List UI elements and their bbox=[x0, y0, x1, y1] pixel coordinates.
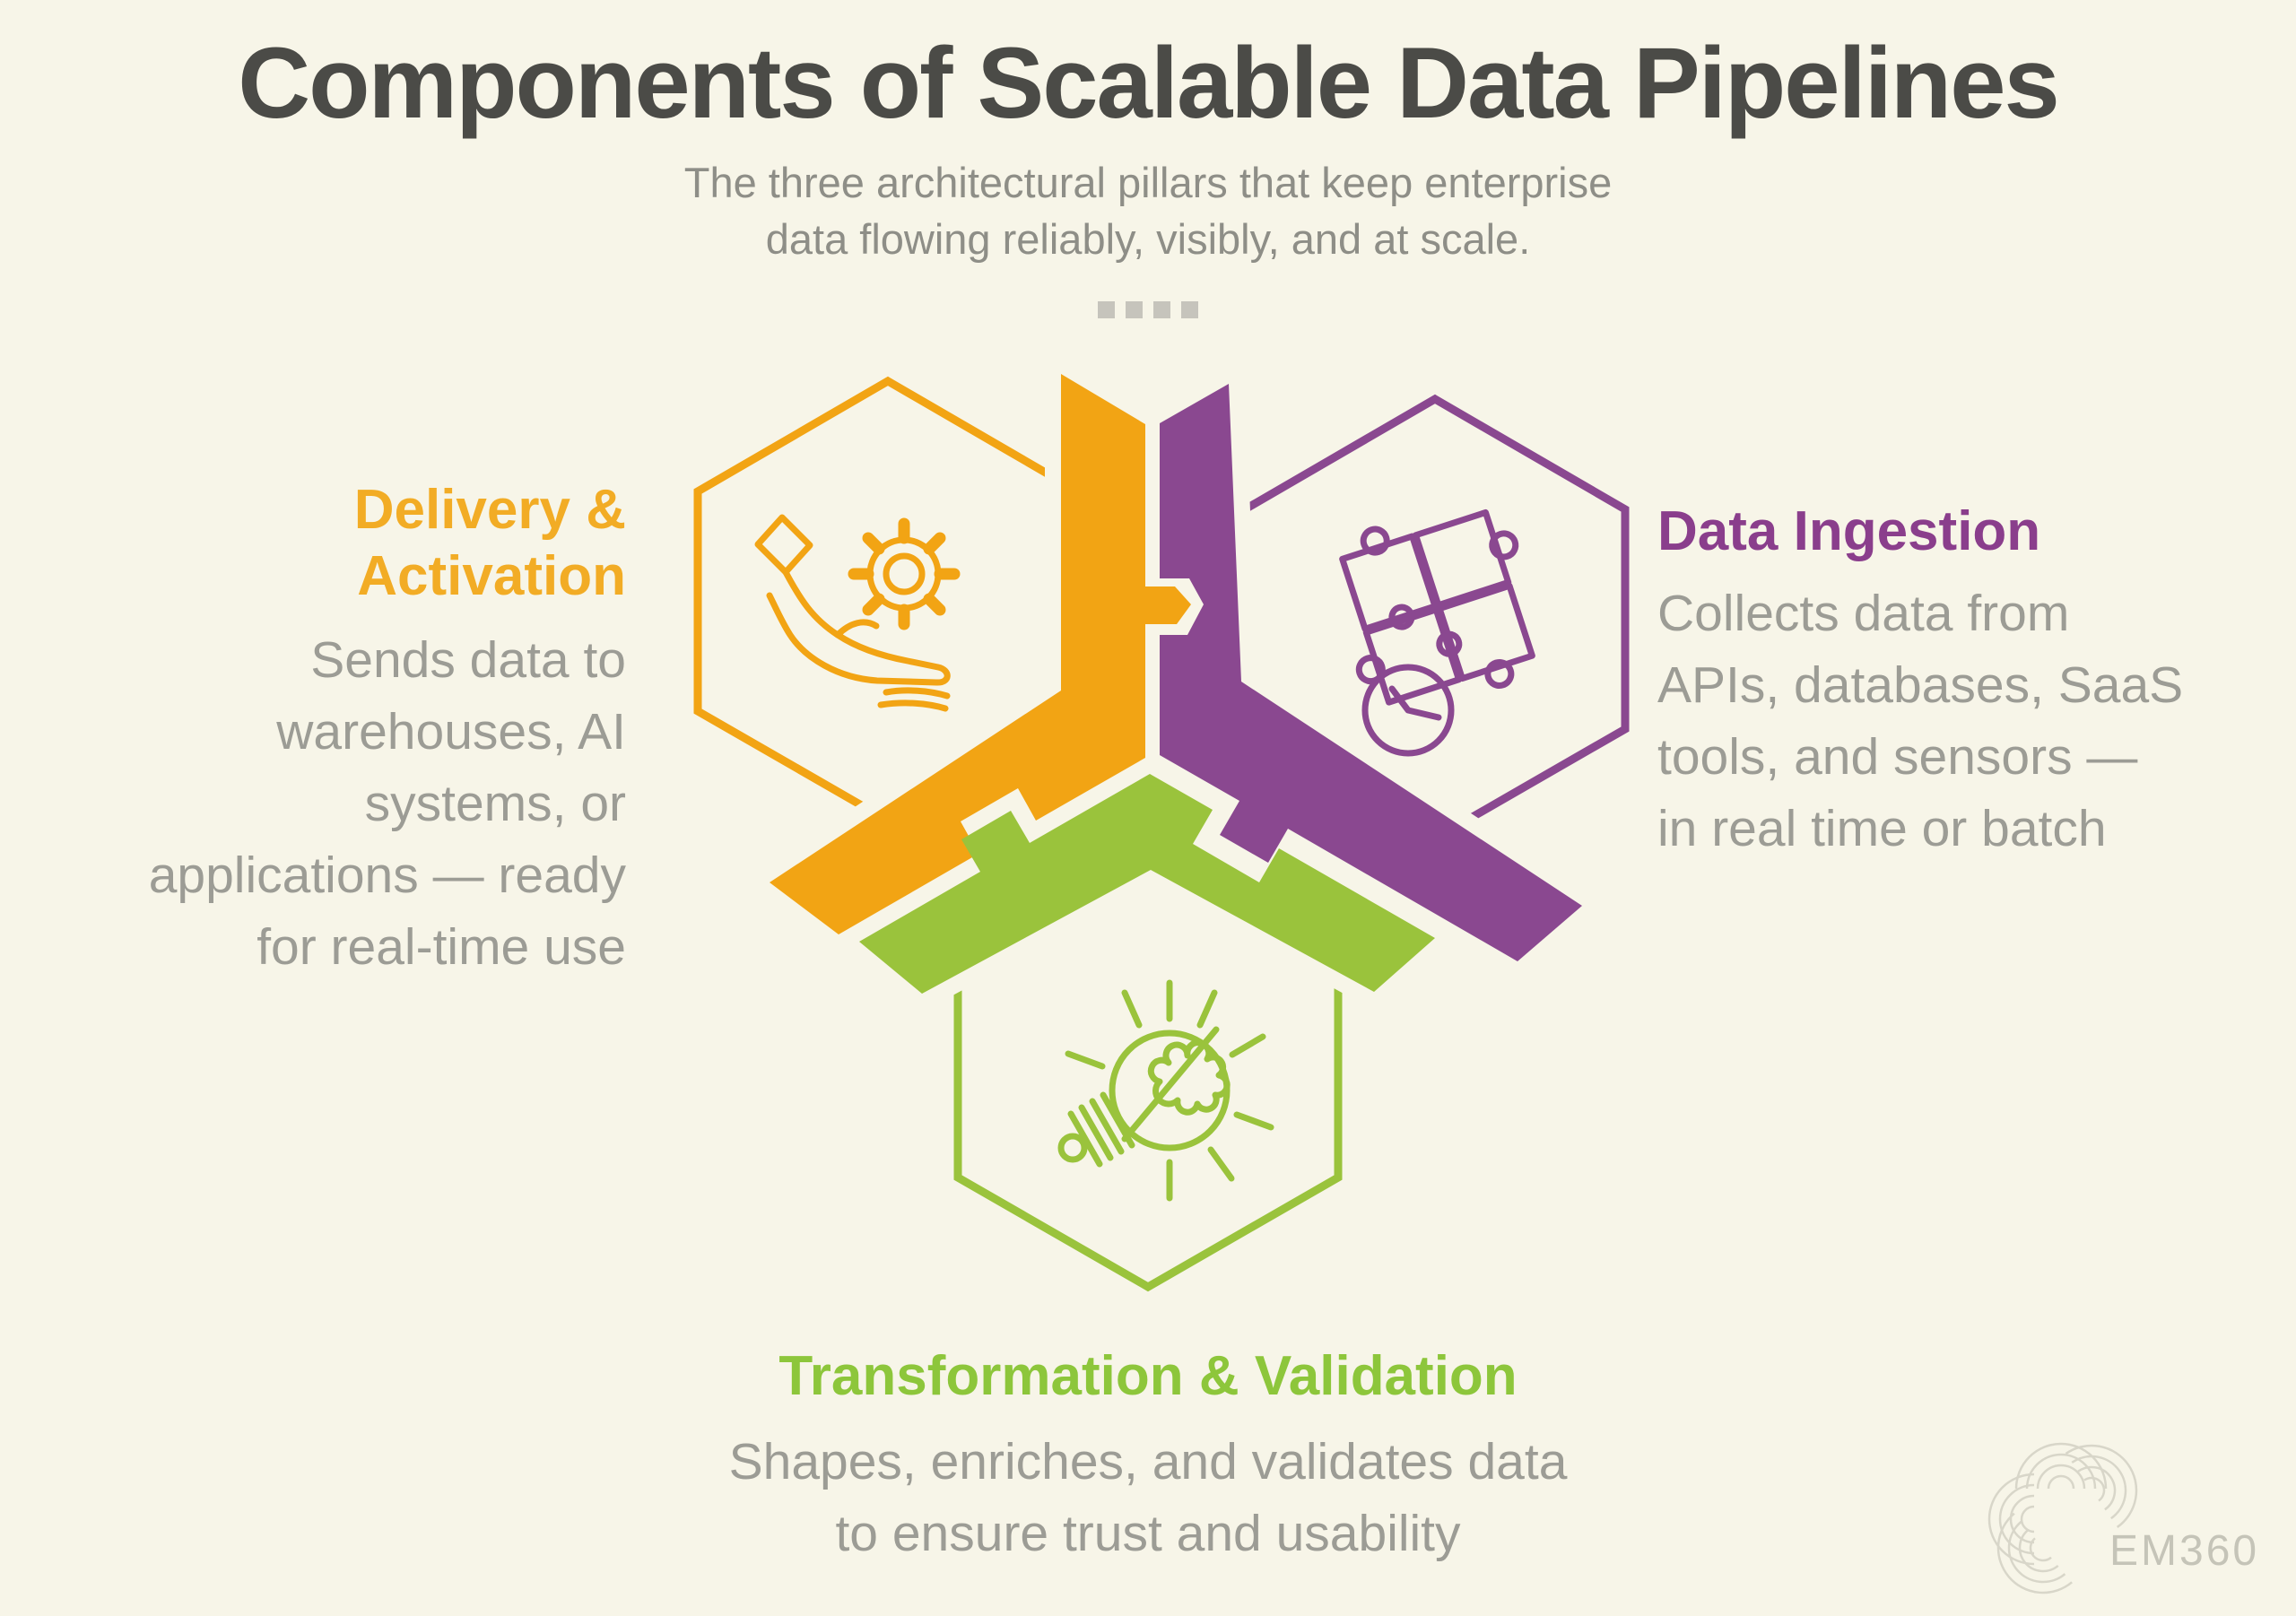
decor-dots bbox=[0, 301, 2296, 318]
body-line: systems, or bbox=[364, 775, 626, 832]
body-line: for real-time use bbox=[257, 918, 626, 976]
body-line: in real time or batch bbox=[1657, 800, 2107, 857]
delivery-activation-body: Sends data to warehouses, AI systems, or… bbox=[0, 624, 626, 983]
em360-logo-text: EM360 bbox=[2109, 1527, 2259, 1575]
em360-logo: EM360 bbox=[1987, 1442, 2259, 1594]
body-line: warehouses, AI bbox=[276, 703, 626, 760]
decor-dot bbox=[1098, 301, 1115, 318]
page-subtitle: The three architectural pillars that kee… bbox=[0, 154, 2296, 267]
body-line: APIs, databases, SaaS bbox=[1657, 656, 2184, 714]
data-ingestion-section: Data Ingestion Collects data from APIs, … bbox=[1657, 499, 2296, 864]
hand-gear-icon bbox=[754, 514, 961, 712]
subtitle-line: The three architectural pillars that kee… bbox=[683, 159, 1613, 206]
puzzle-clock-icon bbox=[1339, 508, 1535, 757]
data-ingestion-body: Collects data from APIs, databases, SaaS… bbox=[1657, 578, 2296, 864]
body-line: tools, and sensors — bbox=[1657, 728, 2138, 786]
body-line: Shapes, enriches, and validates data bbox=[728, 1433, 1568, 1490]
body-line: applications — ready bbox=[148, 847, 626, 904]
heading-line: Activation bbox=[357, 545, 626, 607]
light-rays bbox=[1065, 979, 1274, 1202]
delivery-activation-heading: Delivery & Activation bbox=[0, 477, 626, 610]
body-line: to ensure trust and usability bbox=[835, 1505, 1461, 1562]
data-ingestion-heading: Data Ingestion bbox=[1657, 500, 2041, 562]
transformation-validation-body: Shapes, enriches, and validates data to … bbox=[0, 1426, 2296, 1569]
decor-dot bbox=[1181, 301, 1198, 318]
logo-petal-lower-left bbox=[1996, 1512, 2073, 1594]
delivery-activation-section: Delivery & Activation Sends data to ware… bbox=[0, 477, 626, 983]
subtitle-line: data flowing reliably, visibly, and at s… bbox=[765, 215, 1531, 263]
decor-dot bbox=[1153, 301, 1170, 318]
body-line: Sends data to bbox=[310, 631, 626, 689]
transformation-validation-section: Transformation & Validation Shapes, enri… bbox=[0, 1343, 2296, 1569]
transformation-validation-heading: Transformation & Validation bbox=[778, 1345, 1518, 1407]
page-title: Components of Scalable Data Pipelines bbox=[238, 27, 2060, 139]
lightbulb-brain-icon bbox=[1057, 979, 1274, 1202]
decor-dot bbox=[1126, 301, 1143, 318]
heading-line: Delivery & bbox=[353, 479, 626, 541]
body-line: Collects data from bbox=[1657, 585, 2070, 642]
logo-petal-upper-right bbox=[2065, 1444, 2138, 1528]
em360-logo-mark bbox=[1987, 1442, 2138, 1594]
